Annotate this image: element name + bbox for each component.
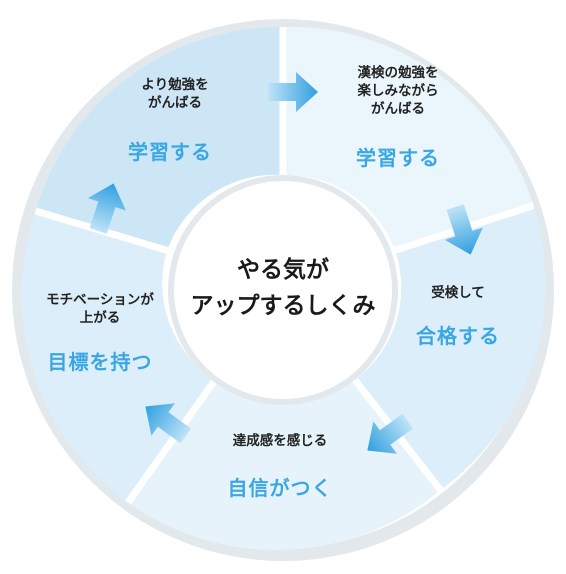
segment-3-action: 合格する bbox=[416, 324, 500, 348]
arrow-4-icon bbox=[145, 403, 192, 444]
segment-1-action: 学習する bbox=[128, 140, 212, 164]
segment-4-action: 自信がつく bbox=[227, 476, 333, 500]
segment-5-action: 目標を持つ bbox=[47, 350, 153, 374]
segment-5-text: モチベーションが 上がる bbox=[46, 292, 154, 326]
arrow-3-icon bbox=[367, 413, 414, 454]
segment-4-wedge bbox=[128, 380, 441, 550]
arrow-5-icon bbox=[87, 183, 126, 234]
segment-2-wedge bbox=[283, 26, 534, 251]
segment-1-text: より勉強を がんばる bbox=[141, 77, 209, 111]
arrow-2-icon bbox=[444, 204, 483, 255]
center-title: やる気が アップするしくみ bbox=[191, 252, 376, 324]
center-title-line1: やる気が bbox=[236, 257, 329, 283]
segment-3-text: 受検して bbox=[431, 285, 485, 301]
center-circle bbox=[168, 175, 398, 405]
center-title-line2: アップするしくみ bbox=[190, 293, 376, 319]
segment-2-text: 漢検の勉強を 楽しみながら がんばる bbox=[357, 65, 439, 117]
arrow-1-icon bbox=[268, 72, 318, 112]
segment-4-text: 達成感を感じる bbox=[232, 433, 328, 449]
segment-2-action: 学習する bbox=[356, 146, 440, 170]
